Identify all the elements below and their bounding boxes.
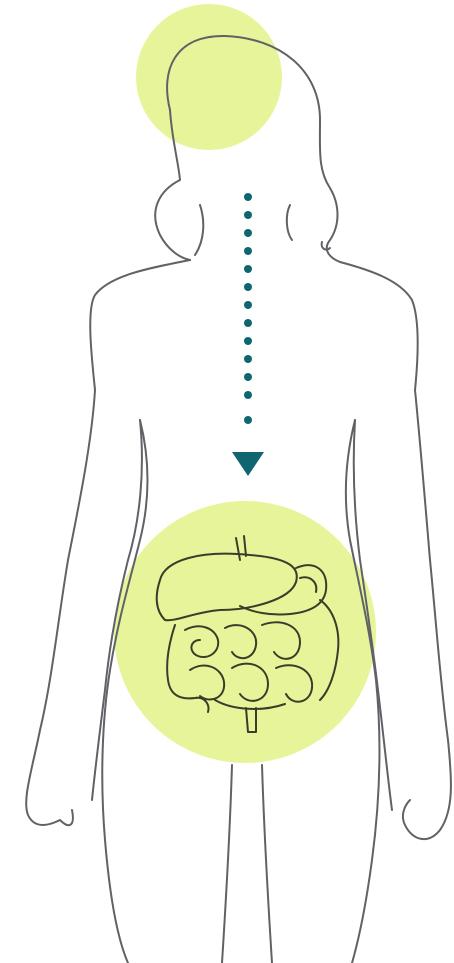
arrow-dot	[244, 337, 252, 345]
arrow-dot	[244, 247, 252, 255]
arrow-head	[232, 452, 264, 476]
arrow-dot	[244, 211, 252, 219]
arrow-dot	[244, 416, 252, 424]
dotted-arrow-icon	[232, 193, 264, 476]
arrow-dot	[244, 229, 252, 237]
arrow-dot	[244, 391, 252, 399]
arrow-dot	[244, 283, 252, 291]
body-silhouette	[26, 36, 451, 963]
arrow-dot	[244, 265, 252, 273]
arrow-dot	[244, 355, 252, 363]
arrow-dot	[244, 373, 252, 381]
arrow-dot	[244, 319, 252, 327]
arrow-dot	[244, 301, 252, 309]
arrow-dot	[244, 193, 252, 201]
head-highlight-circle	[136, 4, 282, 150]
